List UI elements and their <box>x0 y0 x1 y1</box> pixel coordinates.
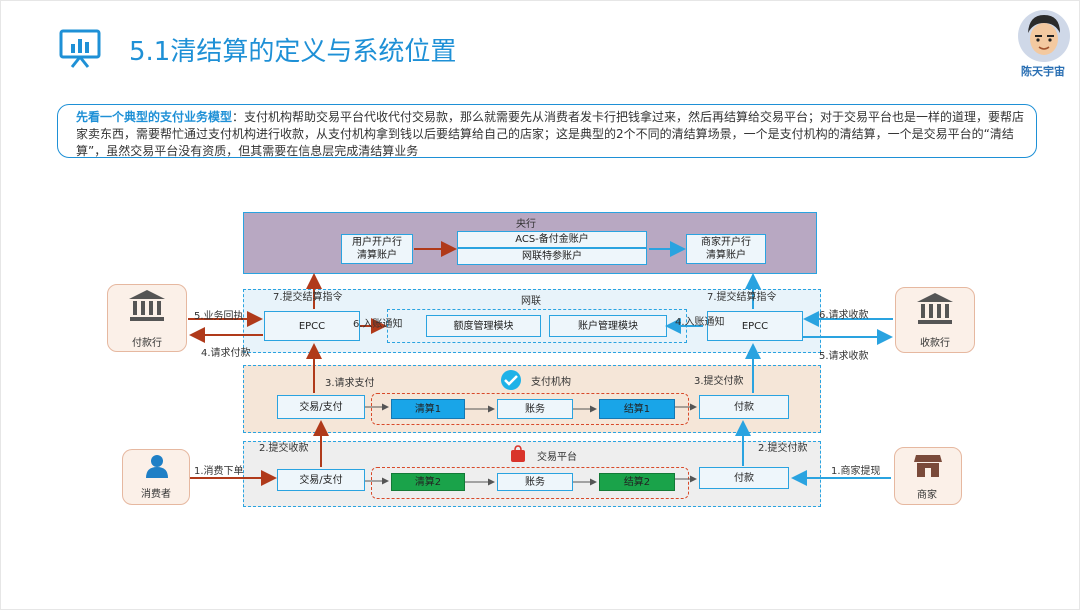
store-icon <box>914 455 942 477</box>
user-bank-clearing-account: 用户开户行 清算账户 <box>341 234 413 264</box>
step-6-request-collect: 6.请求收款 <box>819 310 869 321</box>
payee-bank-label: 收款行 <box>920 338 950 349</box>
consumer-label: 消费者 <box>141 489 171 500</box>
pi-payment-box: 付款 <box>699 395 789 419</box>
netunion-special-account: 网联特参账户 <box>457 248 647 265</box>
step-3-request-pay: 3.请求支付 <box>325 378 375 389</box>
intro-box: 先看一个典型的支付业务模型：支付机构帮助交易平台代收代付交易款，那么就需要先从消… <box>57 104 1037 158</box>
presentation-chart-icon <box>59 29 101 68</box>
pi-clearing1-box: 清算1 <box>391 399 465 419</box>
intro-text: ：支付机构帮助交易平台代收代付交易款，那么就需要先从消费者发卡行把钱拿过来，然后… <box>76 110 1025 158</box>
intro-highlight: 先看一个典型的支付业务模型 <box>76 110 233 124</box>
epcc-left: EPCC <box>264 311 360 341</box>
step-5-request-collect: 5.请求收款 <box>819 351 869 362</box>
netunion-title: 网联 <box>521 296 541 307</box>
step-2-submit-pay: 2.提交付款 <box>758 443 808 454</box>
pi-settlement1-box: 结算1 <box>599 399 675 419</box>
step-4-request-pay: 4.请求付款 <box>201 348 251 359</box>
merchant-label: 商家 <box>917 490 937 501</box>
trading-platform-title: 交易平台 <box>537 452 577 463</box>
tp-clearing2-box: 清算2 <box>391 473 465 491</box>
account-management-module: 账户管理模块 <box>549 315 667 337</box>
tp-clearing-group <box>371 467 689 499</box>
pi-ledger-box: 账务 <box>497 399 573 419</box>
pi-clearing-group <box>371 393 689 425</box>
merchant-bank-clearing-account: 商家开户行 清算账户 <box>686 234 766 264</box>
wechat-pay-icon <box>501 370 521 390</box>
step-6-notify: 6.入账通知 <box>353 319 403 330</box>
central-bank-title: 央行 <box>516 219 536 230</box>
step-1-order: 1.消费下单 <box>194 466 244 477</box>
step-5-receipt: 5.业务回执 <box>194 311 244 322</box>
tp-settlement2-box: 结算2 <box>599 473 675 491</box>
shopping-bag-icon <box>511 445 525 462</box>
quota-management-module: 额度管理模块 <box>426 315 541 337</box>
payer-bank-label: 付款行 <box>132 338 162 349</box>
tp-ledger-box: 账务 <box>497 473 573 491</box>
author-name: 陈天宇宙 <box>1021 65 1065 78</box>
step-2-submit-collect: 2.提交收款 <box>259 443 309 454</box>
step-3-submit-pay: 3.提交付款 <box>694 376 744 387</box>
step-7-right: 7.提交结算指令 <box>707 292 777 303</box>
tp-payment-box: 付款 <box>699 467 789 489</box>
step-1-withdraw: 1.商家提现 <box>831 466 881 477</box>
bank-icon <box>917 293 953 324</box>
acs-reserve-account: ACS-备付金账户 <box>457 231 647 248</box>
payment-institution-title: 支付机构 <box>531 377 571 388</box>
epcc-right: EPCC <box>707 311 803 341</box>
tp-trade-pay-box: 交易/支付 <box>277 469 365 491</box>
user-icon <box>146 455 168 478</box>
author-avatar <box>1018 10 1070 62</box>
step-4-notify: 4.入账通知 <box>675 317 725 328</box>
bank-icon <box>129 290 165 321</box>
step-7-left: 7.提交结算指令 <box>273 292 343 303</box>
page-title: 5.1清结算的定义与系统位置 <box>129 37 457 67</box>
pi-trade-pay-box: 交易/支付 <box>277 395 365 419</box>
